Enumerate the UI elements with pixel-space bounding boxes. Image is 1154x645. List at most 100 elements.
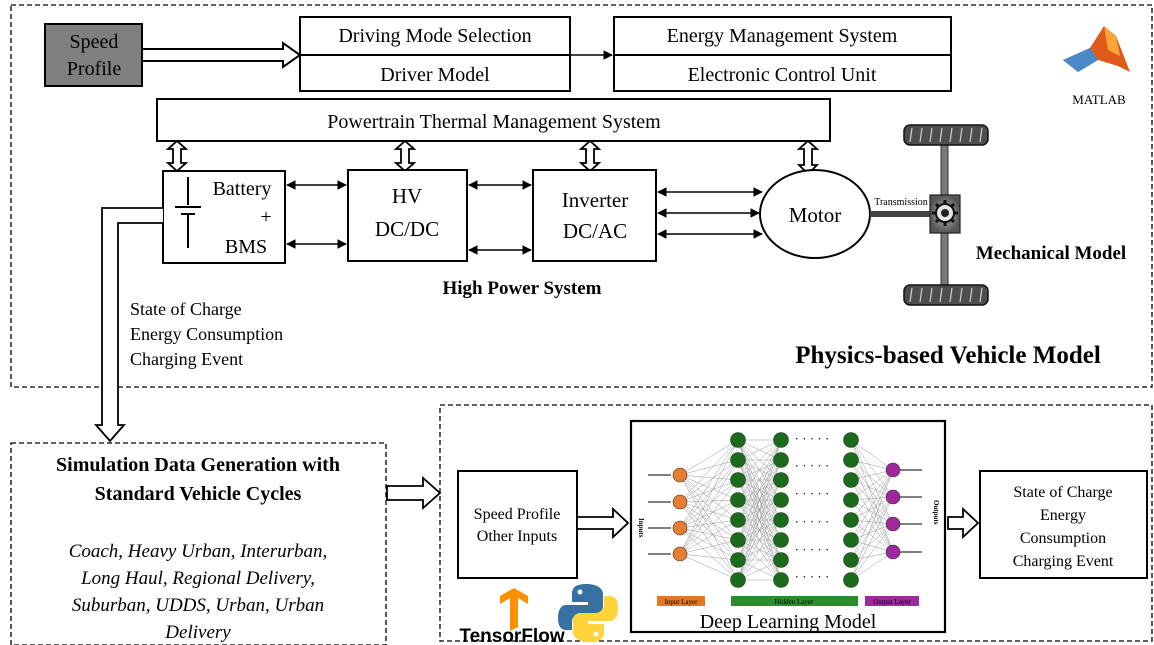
nn-connection (679, 501, 739, 521)
nn-connection (850, 499, 894, 525)
nn-connection (850, 479, 894, 525)
inputs-label-1: Speed Profile (474, 506, 561, 523)
nn-connection (679, 519, 739, 555)
nn-connection (737, 439, 782, 581)
hidden-node (773, 512, 789, 528)
hidden-node (773, 572, 789, 588)
nn-connection (679, 501, 739, 561)
dcac-label: DC/AC (563, 219, 627, 243)
simulation-title-2: Standard Vehicle Cycles (95, 483, 302, 505)
nn-connection (679, 474, 739, 561)
nn-connection (679, 474, 739, 541)
nn-connection (679, 527, 739, 561)
nn-connection (737, 439, 782, 541)
nn-connection (850, 496, 894, 521)
nn-connection (850, 499, 894, 553)
nn-connection (850, 523, 894, 561)
nn-connection (679, 527, 739, 581)
nn-connection (679, 439, 739, 555)
tensorflow-label: TensorFlow (459, 626, 564, 645)
simulation-cycles-4: Delivery (164, 622, 231, 643)
nn-connection (679, 553, 739, 561)
hidden-node (843, 452, 859, 468)
motor-label: Motor (789, 203, 842, 227)
outputs-soc: State of Charge (1013, 484, 1112, 501)
python-logo-icon (558, 584, 618, 642)
deep-learning-model-label: Deep Learning Model (700, 611, 877, 633)
thermal-management-box (156, 98, 831, 142)
physics-model-frame (10, 4, 1153, 388)
input-node (672, 546, 688, 562)
nn-inputs-label: Inputs (637, 518, 645, 538)
hidden-node (843, 432, 859, 448)
input-layer-bar (657, 596, 705, 606)
hidden-node (773, 472, 789, 488)
hidden-node (773, 432, 789, 448)
nn-nodes (672, 432, 901, 588)
input-node (672, 467, 688, 483)
ecu-label: Electronic Control Unit (688, 64, 877, 86)
input-node (672, 520, 688, 536)
output-node (885, 516, 901, 532)
nn-connection (737, 439, 782, 481)
nn-connection (850, 551, 894, 581)
nn-connection (679, 479, 739, 555)
outputs-energy: Energy (1040, 507, 1086, 524)
hidden-node (773, 492, 789, 508)
nn-connection (679, 474, 739, 481)
thermal-management-label: Powertrain Thermal Management System (327, 111, 661, 133)
nn-connection (679, 459, 739, 476)
hidden-node (730, 432, 746, 448)
hidden-node (730, 552, 746, 568)
input-node (672, 494, 688, 510)
battery-symbol-icon (175, 177, 201, 248)
hollow-arrow-simulation-to-dl (386, 476, 442, 510)
nn-dots-3: · · · · · (795, 486, 830, 501)
matlab-logo-icon (1063, 26, 1130, 72)
hollow-arrow-speed-to-driver (141, 41, 302, 69)
nn-connection (679, 479, 739, 529)
nn-connection (679, 539, 739, 555)
nn-connection (850, 439, 894, 471)
hidden-node (843, 472, 859, 488)
battery-output-charging: Charging Event (130, 349, 243, 369)
simulation-cycles-1: Coach, Heavy Urban, Interurban, (69, 541, 328, 562)
inputs-label-2: Other Inputs (477, 528, 557, 545)
nn-connection (679, 439, 739, 476)
ems-label: Energy Management System (667, 25, 898, 47)
hidden-node (730, 452, 746, 468)
nn-connection (679, 459, 739, 555)
deep-learning-frame (439, 404, 1153, 642)
nn-connection (850, 496, 894, 541)
nn-connection (737, 439, 782, 461)
battery-label: Battery (213, 178, 272, 200)
bms-label: BMS (225, 236, 267, 258)
nn-outputs-label: Outputs (932, 500, 940, 525)
outputs-box (979, 470, 1148, 579)
hidden-node (843, 572, 859, 588)
nn-connection (850, 469, 894, 521)
hidden-node (730, 572, 746, 588)
nn-connection (737, 439, 782, 501)
hollow-arrow-inputs-to-nn (576, 506, 630, 540)
nn-connection (850, 523, 894, 581)
nn-connection (679, 501, 739, 541)
nn-connection (737, 539, 782, 581)
hidden-node (730, 532, 746, 548)
nn-connection (850, 439, 894, 525)
nn-connection (679, 499, 739, 503)
outputs-charging: Charging Event (1013, 553, 1114, 570)
nn-connection (679, 479, 739, 503)
thermal-hv-double-arrow (393, 139, 417, 173)
hollow-arrow-nn-to-outputs (947, 506, 980, 540)
hidden-layer-bar (731, 596, 858, 606)
nn-connection (679, 499, 739, 529)
simulation-cycles-3: Suburban, UDDS, Urban, Urban (72, 595, 324, 616)
nn-connection (737, 499, 782, 581)
hv-label: HV (392, 184, 422, 208)
nn-connection (679, 527, 739, 541)
nn-connection (737, 439, 782, 521)
output-node (885, 489, 901, 505)
hidden-node (843, 492, 859, 508)
